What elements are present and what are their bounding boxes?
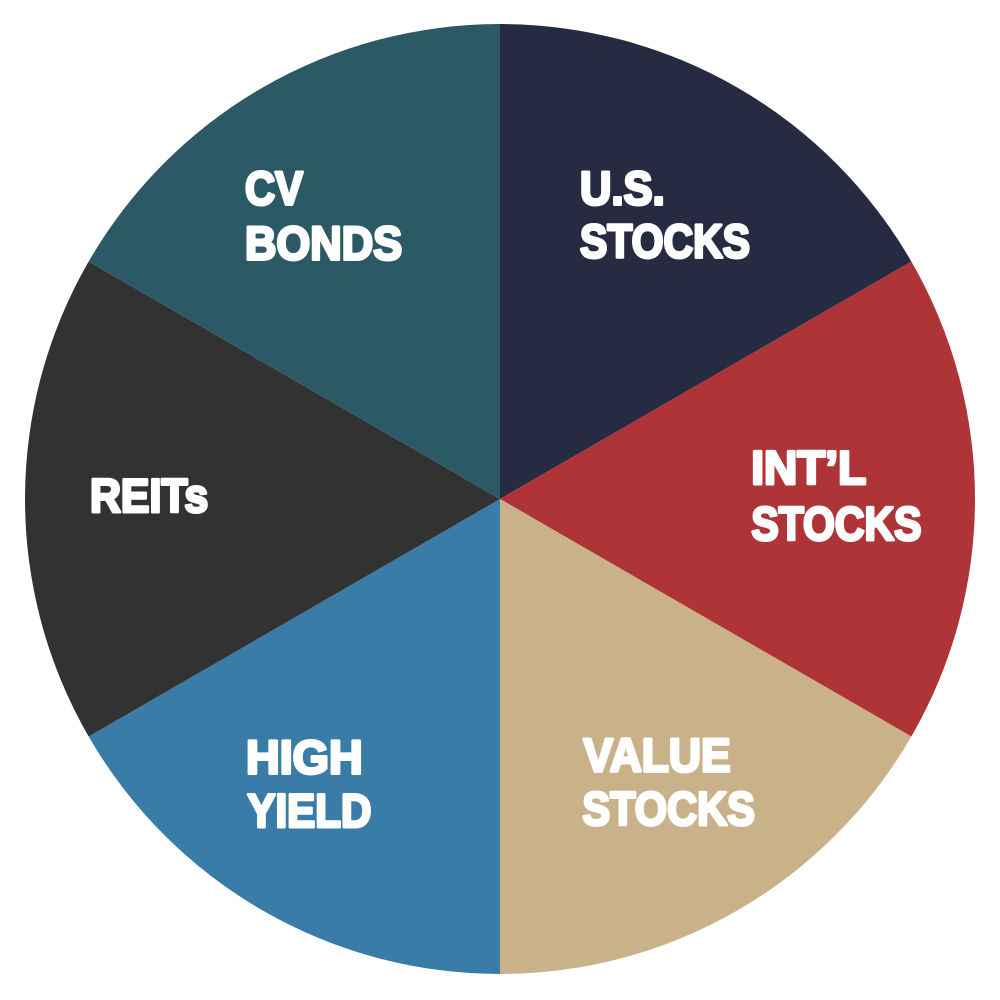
svg-text:HIGH: HIGH — [246, 731, 363, 784]
svg-text:STOCKS: STOCKS — [580, 215, 750, 268]
svg-text:BONDS: BONDS — [245, 217, 402, 270]
svg-text:REITs: REITs — [90, 469, 208, 522]
svg-text:STOCKS: STOCKS — [751, 497, 921, 550]
svg-text:YIELD: YIELD — [247, 784, 371, 837]
svg-text:INT’L: INT’L — [751, 441, 866, 494]
svg-text:CV: CV — [245, 162, 304, 215]
svg-text:VALUE: VALUE — [583, 729, 730, 782]
svg-text:STOCKS: STOCKS — [582, 782, 755, 835]
svg-text:U.S.: U.S. — [580, 161, 665, 214]
